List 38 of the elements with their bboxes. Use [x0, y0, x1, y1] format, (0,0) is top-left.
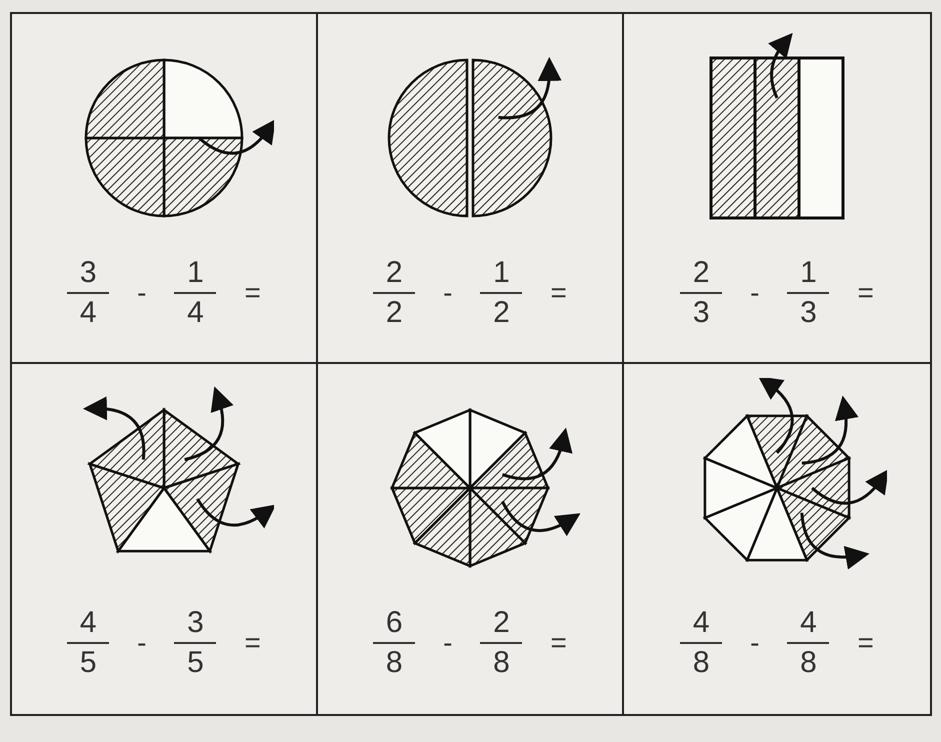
numerator: 2	[692, 256, 710, 290]
numerator: 4	[692, 606, 710, 640]
equals-sign: =	[857, 278, 874, 308]
minus-sign: -	[137, 628, 146, 658]
denominator: 8	[384, 646, 404, 680]
equals-sign: =	[244, 628, 261, 658]
numerator: 2	[384, 256, 404, 290]
denominator: 4	[78, 296, 98, 330]
denominator: 5	[186, 646, 205, 680]
numerator: 2	[492, 606, 511, 640]
denominator: 8	[492, 646, 511, 680]
equals-sign: =	[550, 628, 567, 658]
numerator: 6	[384, 606, 404, 640]
denominator: 2	[384, 296, 404, 330]
minus-sign: -	[750, 628, 760, 658]
numerator: 1	[186, 256, 205, 290]
numerator: 4	[78, 606, 98, 640]
worksheet-panel	[318, 14, 624, 364]
numerator: 3	[186, 606, 205, 640]
minus-sign: -	[443, 278, 452, 308]
denominator: 3	[799, 296, 818, 330]
numerator: 1	[492, 256, 511, 290]
minus-sign: -	[443, 628, 452, 658]
denominator: 8	[692, 646, 710, 680]
numerator: 3	[78, 256, 98, 290]
equals-sign: =	[857, 628, 874, 658]
numerator: 1	[799, 256, 818, 290]
minus-sign: -	[137, 278, 146, 308]
denominator: 8	[799, 646, 818, 680]
numerator: 4	[799, 606, 818, 640]
minus-sign: -	[750, 278, 760, 308]
equals-sign: =	[550, 278, 567, 308]
denominator: 3	[692, 296, 710, 330]
denominator: 4	[186, 296, 205, 330]
denominator: 2	[492, 296, 511, 330]
denominator: 5	[78, 646, 98, 680]
worksheet-panel	[12, 14, 318, 364]
equals-sign: =	[244, 278, 261, 308]
